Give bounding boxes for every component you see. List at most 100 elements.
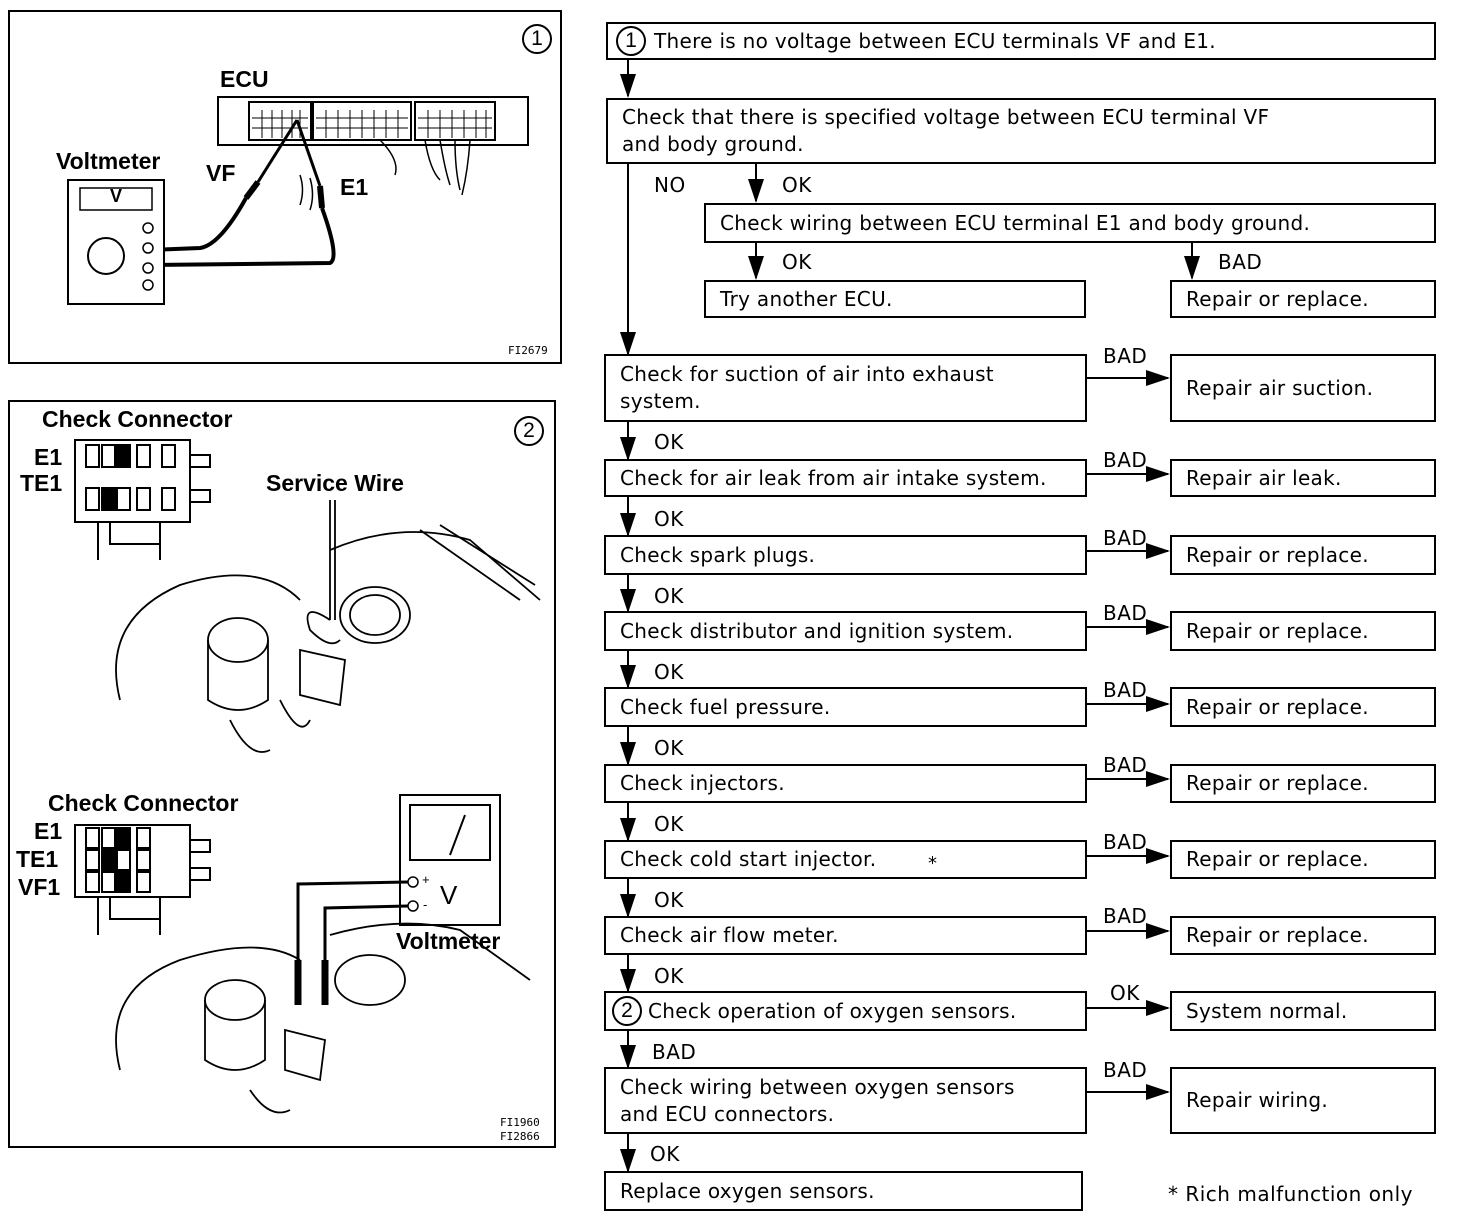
check-step-text: Check air flow meter. xyxy=(620,923,839,947)
o2-bad-label: BAD xyxy=(652,1040,697,1064)
te1-bottom-label: TE1 xyxy=(16,846,59,872)
o2-check-box: 2 Check operation of oxygen sensors. xyxy=(604,991,1087,1031)
wiring-check-text: Check wiring between oxygen sensors and … xyxy=(620,1074,1015,1126)
repair-box: Repair or replace. xyxy=(1170,611,1436,651)
wiring-check-box: Check wiring between oxygen sensors and … xyxy=(604,1067,1087,1134)
bad-label: BAD xyxy=(1103,344,1148,368)
repair-wiring-text: Repair wiring. xyxy=(1186,1088,1329,1112)
check-step-box: Check cold start injector.* xyxy=(604,840,1087,879)
ok-label: OK xyxy=(654,584,684,608)
bad-label: BAD xyxy=(1103,753,1148,777)
vf-terminal-label: VF xyxy=(206,160,236,186)
flow-start-number: 1 xyxy=(616,26,646,56)
repair-box: Repair or replace. xyxy=(1170,535,1436,575)
repair-text: Repair air suction. xyxy=(1186,375,1374,400)
bad-label: BAD xyxy=(1103,904,1148,928)
repair-box: Repair air suction. xyxy=(1170,354,1436,422)
repair-box: Repair air leak. xyxy=(1170,459,1436,497)
voltmeter-bottom-label: Voltmeter xyxy=(396,928,501,954)
bad-label: BAD xyxy=(1103,526,1148,550)
ok-label: OK xyxy=(654,888,684,912)
bad-label: BAD xyxy=(1103,448,1148,472)
ok-label: OK xyxy=(654,812,684,836)
e1-top-label: E1 xyxy=(34,444,63,470)
wiring-ok-label: OK xyxy=(650,1142,680,1166)
panel-oxygen-sensor-check xyxy=(8,400,556,1148)
check-vf-voltage-box: Check that there is specified voltage be… xyxy=(606,98,1436,164)
te1-top-label: TE1 xyxy=(20,470,63,496)
repair-box: Repair or replace. xyxy=(1170,916,1436,955)
system-normal-box: System normal. xyxy=(1170,991,1436,1031)
vf1-bottom-label: VF1 xyxy=(18,874,61,900)
repair-text: Repair or replace. xyxy=(1186,618,1369,643)
repair-text: Repair air leak. xyxy=(1186,465,1342,490)
check-step-text: Check for air leak from air intake syste… xyxy=(620,465,1047,490)
check-step-box: Check injectors. xyxy=(604,764,1087,803)
check-step-text: Check for suction of air into exhaust sy… xyxy=(620,362,994,413)
wiring-bad-label: BAD xyxy=(1103,1058,1148,1082)
repair-text: Repair or replace. xyxy=(1186,542,1369,567)
o2-check-number: 2 xyxy=(612,996,642,1026)
check-e1-wiring-text: Check wiring between ECU terminal E1 and… xyxy=(720,210,1311,235)
ok-label: OK xyxy=(654,507,684,531)
fig-code: FI2679 xyxy=(508,344,548,357)
check-step-box: Check air flow meter. xyxy=(604,916,1087,955)
repair-e1-box: Repair or replace. xyxy=(1170,280,1436,318)
check-step-text: Check injectors. xyxy=(620,771,785,795)
check-e1-wiring-box: Check wiring between ECU terminal E1 and… xyxy=(704,203,1436,243)
check-step-box: Check for suction of air into exhaust sy… xyxy=(604,354,1087,422)
flow-start-text: There is no voltage between ECU terminal… xyxy=(654,28,1216,53)
voltmeter-label: Voltmeter xyxy=(56,148,161,174)
try-another-ecu-text: Try another ECU. xyxy=(720,286,893,311)
panel2-number: 2 xyxy=(514,416,544,446)
e1-terminal-label: E1 xyxy=(340,174,369,200)
ok-label-vf: OK xyxy=(782,173,812,197)
ok-label: OK xyxy=(654,430,684,454)
no-label: NO xyxy=(654,173,686,197)
bad-label: BAD xyxy=(1103,678,1148,702)
fig-code-1: FI1960 xyxy=(500,1116,540,1129)
repair-box: Repair or replace. xyxy=(1170,840,1436,879)
meter-plus: + xyxy=(422,872,430,887)
repair-text: Repair or replace. xyxy=(1186,847,1369,871)
check-vf-voltage-text: Check that there is specified voltage be… xyxy=(622,105,1270,156)
check-step-text: Check distributor and ignition system. xyxy=(620,618,1014,643)
meter-symbol: V xyxy=(440,880,458,910)
check-step-box: Check for air leak from air intake syste… xyxy=(604,459,1087,497)
footnote: * Rich malfunction only xyxy=(1168,1182,1413,1206)
fig-code-2: FI2866 xyxy=(500,1130,540,1143)
repair-wiring-box: Repair wiring. xyxy=(1170,1067,1436,1134)
footnote-marker: * xyxy=(928,853,937,874)
check-step-text: Check spark plugs. xyxy=(620,542,816,567)
repair-text: Repair or replace. xyxy=(1186,694,1369,719)
repair-box: Repair or replace. xyxy=(1170,764,1436,803)
service-wire-label: Service Wire xyxy=(266,470,404,496)
repair-text: Repair or replace. xyxy=(1186,771,1369,795)
check-step-box: Check distributor and ignition system. xyxy=(604,611,1087,651)
replace-o2-text: Replace oxygen sensors. xyxy=(620,1178,875,1203)
o2-ok-label: OK xyxy=(1110,981,1140,1005)
check-step-box: Check spark plugs. xyxy=(604,535,1087,575)
bad-label: BAD xyxy=(1103,830,1148,854)
system-normal-text: System normal. xyxy=(1186,998,1348,1023)
e1-bottom-label: E1 xyxy=(34,818,63,844)
check-step-text: Check fuel pressure. xyxy=(620,694,831,719)
ok-label-e1: OK xyxy=(782,250,812,274)
check-connector-bottom-label: Check Connector xyxy=(48,790,239,816)
try-another-ecu-box: Try another ECU. xyxy=(704,280,1086,318)
replace-o2-box: Replace oxygen sensors. xyxy=(604,1171,1083,1211)
meter-display: V xyxy=(110,186,123,206)
meter-minus: - xyxy=(423,897,428,912)
bad-label-e1: BAD xyxy=(1218,250,1263,274)
repair-e1-text: Repair or replace. xyxy=(1186,286,1369,311)
ok-label: OK xyxy=(654,736,684,760)
check-step-box: Check fuel pressure. xyxy=(604,687,1087,727)
panel1-number: 1 xyxy=(522,24,552,54)
bad-label: BAD xyxy=(1103,601,1148,625)
o2-check-text: Check operation of oxygen sensors. xyxy=(648,998,1017,1023)
repair-box: Repair or replace. xyxy=(1170,687,1436,727)
ok-label: OK xyxy=(654,660,684,684)
